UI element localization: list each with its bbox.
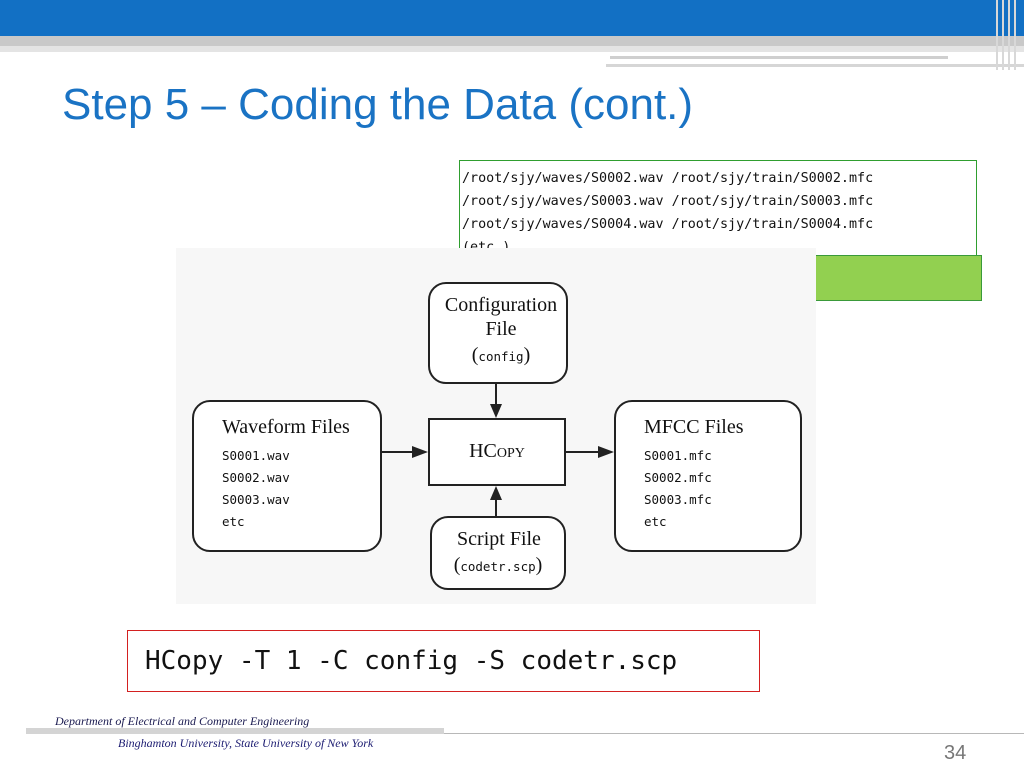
mfcc-item: etc — [644, 514, 667, 529]
footer-university: Binghamton University, State University … — [118, 736, 374, 750]
header-stripe — [1002, 0, 1004, 70]
arrowhead-config — [490, 404, 502, 418]
script-arg: codetr.scp — [460, 559, 536, 574]
mfcc-node-title: MFCC Files — [644, 416, 744, 438]
scp-line: /root/sjy/waves/S0003.wav /root/sjy/trai… — [462, 194, 874, 209]
header-rule — [610, 56, 948, 59]
waveform-item: S0001.wav — [222, 448, 290, 463]
scp-line: /root/sjy/waves/S0004.wav /root/sjy/trai… — [462, 217, 874, 232]
script-node-arg: (codetr.scp) — [453, 554, 543, 576]
hcopy-node: HCOPY — [428, 418, 566, 486]
arrowhead-waveform — [412, 446, 428, 458]
footer-rule — [26, 728, 444, 734]
slide-number: 34 — [944, 742, 967, 764]
waveform-node-title: Waveform Files — [222, 416, 350, 438]
hcopy-label: HCOPY — [469, 440, 525, 462]
header-band — [0, 36, 1024, 46]
header-stripe — [996, 0, 998, 70]
mfcc-item: S0003.mfc — [644, 492, 712, 507]
config-node-title-2: File — [485, 318, 517, 340]
header-rule — [606, 64, 1024, 67]
header-stripe — [1014, 0, 1016, 70]
header-band-light — [0, 46, 1024, 52]
waveform-item: S0003.wav — [222, 492, 290, 507]
waveform-files-node: Waveform Files S0001.wav S0002.wav S0003… — [192, 400, 382, 552]
hcopy-command: HCopy -T 1 -C config -S codetr.scp — [145, 646, 678, 676]
footer-rule-thin — [444, 733, 1024, 734]
header-bar — [0, 0, 1024, 36]
script-node-title: Script File — [457, 528, 541, 550]
waveform-item: S0002.wav — [222, 470, 290, 485]
mfcc-files-node: MFCC Files S0001.mfc S0002.mfc S0003.mfc… — [614, 400, 802, 552]
config-node-title: Configuration — [444, 294, 558, 316]
config-node-arg: (config) — [471, 344, 531, 366]
waveform-item: etc — [222, 514, 245, 529]
arrowhead-mfcc — [598, 446, 614, 458]
config-file-node: Configuration File (config) — [428, 282, 568, 384]
command-box — [127, 630, 760, 692]
scp-line: /root/sjy/waves/S0002.wav /root/sjy/trai… — [462, 171, 874, 186]
mfcc-item: S0002.mfc — [644, 470, 712, 485]
mfcc-item: S0001.mfc — [644, 448, 712, 463]
footer-department: Department of Electrical and Computer En… — [55, 714, 310, 728]
slide-title: Step 5 – Coding the Data (cont.) — [62, 80, 694, 129]
config-arg: config — [478, 349, 524, 364]
arrowhead-script — [490, 486, 502, 500]
script-file-node: Script File (codetr.scp) — [430, 516, 566, 590]
header-stripe — [1008, 0, 1010, 70]
